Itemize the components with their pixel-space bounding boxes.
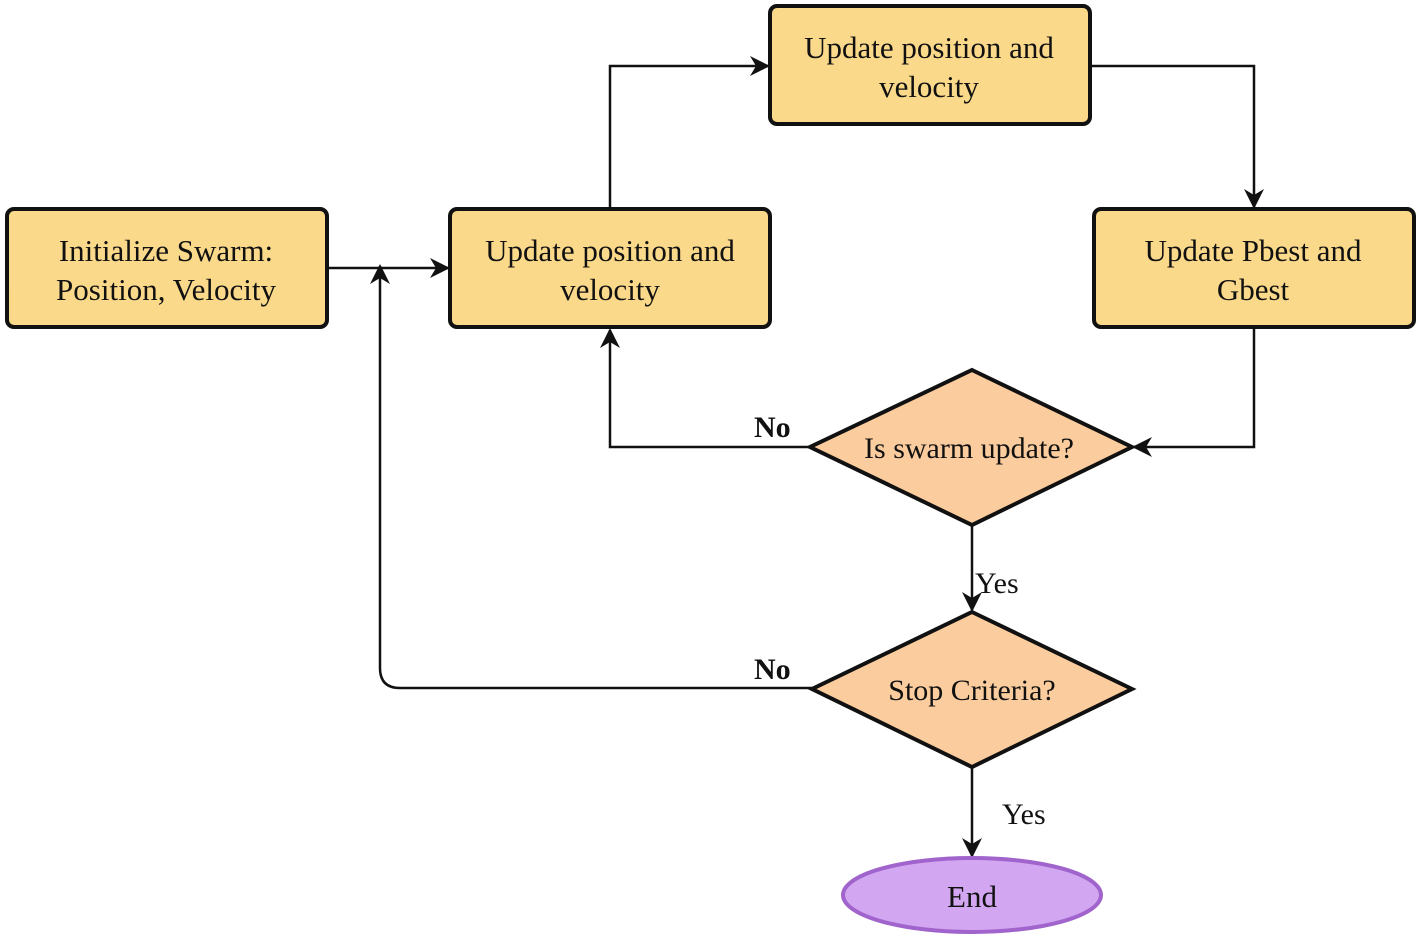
update-top-label-line1: Update position and (804, 30, 1054, 65)
decision-diamond-stop (807, 609, 1137, 770)
edge-update-mid-to-update-top (608, 56, 770, 208)
edge-decision-swarm-no (600, 328, 810, 449)
update-mid-label-line2: velocity (560, 272, 660, 307)
update-top-label-line2: velocity (879, 69, 979, 104)
decision-stop-label: Stop Criteria? (888, 674, 1055, 707)
decision-diamond-swarm (805, 367, 1137, 528)
process-box-init (5, 207, 329, 329)
end-label: End (947, 879, 997, 914)
update-mid-label-line1: Update position and (485, 233, 735, 268)
edge-label-stop-no: No (754, 653, 791, 686)
node-update-mid: Update position and velocity (448, 207, 772, 329)
process-box-update-mid (448, 207, 772, 329)
process-box-update-best (1092, 207, 1416, 329)
node-decision-stop: Stop Criteria? (807, 609, 1137, 770)
node-end: End (841, 856, 1103, 934)
edge-label-swarm-no: No (754, 411, 791, 444)
edge-update-best-to-decision-swarm (1132, 328, 1256, 457)
init-label-line2: Position, Velocity (56, 272, 276, 307)
node-decision-swarm: Is swarm update? (805, 367, 1137, 528)
decision-swarm-label: Is swarm update? (864, 432, 1074, 465)
terminal-end (841, 856, 1103, 934)
node-update-top: Update position and velocity (768, 4, 1092, 126)
node-init: Initialize Swarm: Position, Velocity (5, 207, 329, 329)
edge-update-top-to-update-best (1090, 64, 1264, 209)
edge-label-stop-yes: Yes (1002, 798, 1046, 831)
edge-label-swarm-yes: Yes (975, 567, 1019, 600)
node-update-best: Update Pbest and Gbest (1092, 207, 1416, 329)
process-box-update-top (768, 4, 1092, 126)
edge-decision-stop-no (370, 264, 812, 690)
update-best-label-line2: Gbest (1217, 272, 1290, 307)
connectors (327, 56, 1264, 858)
init-label-line1: Initialize Swarm: (59, 233, 273, 268)
update-best-label-line1: Update Pbest and (1145, 233, 1362, 268)
